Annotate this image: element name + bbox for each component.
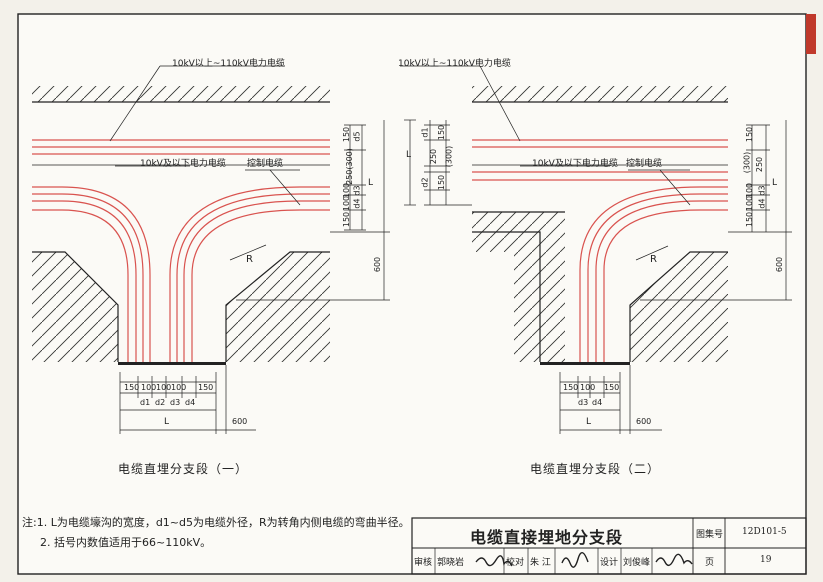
left-label-lv: 10kV及以下电力电缆 xyxy=(140,159,226,169)
soil-bottom-left xyxy=(32,252,118,362)
right-dim-r-0: 150 xyxy=(745,126,755,143)
right-dim-b-2: 150 xyxy=(604,383,620,392)
left-d-b-2: d3 xyxy=(170,398,181,407)
left-dim-r-1: d5 xyxy=(352,131,362,142)
right-d-b-0: d3 xyxy=(578,398,589,407)
soil-right-right xyxy=(630,252,728,362)
checker-name: 朱 江 xyxy=(530,558,551,568)
right-dim-600-bottom: 600 xyxy=(636,417,652,426)
left-dim-600-right: 600 xyxy=(373,256,383,273)
reviewer-signature xyxy=(475,555,513,567)
left-dim-r-4: d3 xyxy=(352,185,362,196)
soil-left-right xyxy=(472,212,565,362)
check-label: 校对 xyxy=(506,558,525,568)
left-label-l-side: L xyxy=(368,178,374,188)
left-dim-b-3: 100 xyxy=(171,383,187,392)
left-figure xyxy=(32,65,390,434)
left-label-hv: 10kV以上~110kV电力电缆 xyxy=(172,59,285,69)
trench-bottom-right xyxy=(540,362,630,365)
right-label-ctrl: 控制电缆 xyxy=(626,159,663,169)
drawing-title: 电缆直接埋地分支段 xyxy=(470,528,624,547)
right-label-l-bottom: L xyxy=(586,417,592,427)
right-dim-l-1: 150 xyxy=(437,124,447,141)
designer-name: 刘俊峰 xyxy=(623,558,651,568)
right-dim-r-1: (300) xyxy=(742,151,752,174)
left-dim-b-0: 150 xyxy=(124,383,140,392)
right-d-b-1: d4 xyxy=(592,398,603,407)
right-dim-r-2: 250 xyxy=(755,156,765,173)
right-dim-r-5: 100 xyxy=(745,195,755,212)
right-dim-l-4: d2 xyxy=(420,177,430,188)
right-dim-r-6: d4 xyxy=(757,198,767,209)
note-line-2: 2. 括号内数值适用于66~110kV。 xyxy=(40,536,212,549)
right-dim-r-4: d3 xyxy=(757,185,767,196)
right-dim-l-5: 150 xyxy=(437,174,447,191)
page-label: 页 xyxy=(705,558,715,568)
soil-top-right xyxy=(472,86,728,102)
designer-signature xyxy=(655,553,693,567)
right-dim-600-right: 600 xyxy=(775,256,785,273)
right-dim-l-0: d1 xyxy=(420,127,430,138)
atlas-label: 图集号 xyxy=(696,530,724,540)
left-dim-600-bottom: 600 xyxy=(232,417,248,426)
notes: 注:1. L为电缆壕沟的宽度，d1~d5为电缆外径，R为转角内侧电缆的弯曲半径。… xyxy=(22,513,410,553)
left-d-b-0: d1 xyxy=(140,398,151,407)
soil-bottom-right xyxy=(226,252,330,362)
left-dim-b-1: 100 xyxy=(141,383,157,392)
trench-bottom-left xyxy=(118,362,226,365)
review-label: 审核 xyxy=(414,558,433,568)
right-dim-b-1: 100 xyxy=(580,383,596,392)
right-label-r: R xyxy=(650,254,657,265)
right-dim-l-3: (300) xyxy=(444,145,454,168)
right-label-l-right: L xyxy=(772,178,778,188)
left-dim-r-7: 150 xyxy=(342,211,352,228)
left-d-b-1: d2 xyxy=(155,398,166,407)
right-dim-r-7: 150 xyxy=(745,211,755,228)
right-label-lv: 10kV及以下电力电缆 xyxy=(532,159,618,169)
left-dim-r-0: 150 xyxy=(342,126,352,143)
right-caption: 电缆直埋分支段（二） xyxy=(530,462,661,476)
left-dim-r-5: 100 xyxy=(342,195,352,212)
left-dim-r-6: d4 xyxy=(352,198,362,209)
title-block xyxy=(411,517,807,575)
soil-top-left xyxy=(32,86,330,102)
right-dim-l-2: 250 xyxy=(429,148,439,165)
left-d-b-3: d4 xyxy=(185,398,196,407)
note-line-1: 注:1. L为电缆壕沟的宽度，d1~d5为电缆外径，R为转角内侧电缆的弯曲半径。 xyxy=(22,516,410,529)
left-dim-b-4: 150 xyxy=(198,383,214,392)
left-dim-r-2: 250(300) xyxy=(344,148,354,185)
right-label-hv: 10kV以上~110kV电力电缆 xyxy=(398,59,511,69)
left-dim-b-2: 100 xyxy=(156,383,172,392)
left-label-r: R xyxy=(246,254,253,265)
right-figure xyxy=(400,65,792,434)
left-label-ctrl: 控制电缆 xyxy=(247,159,284,169)
reviewer-name: 郭晓岩 xyxy=(437,558,465,568)
page-number: 19 xyxy=(760,555,772,565)
right-dim-b-0: 150 xyxy=(563,383,579,392)
right-label-l-left: L xyxy=(406,150,412,160)
left-label-l-bottom: L xyxy=(164,417,170,427)
checker-signature xyxy=(561,552,589,568)
left-caption: 电缆直埋分支段（一） xyxy=(118,462,249,476)
design-label: 设计 xyxy=(600,558,619,568)
sheet-edge-tab xyxy=(806,14,816,54)
atlas-number: 12D101-5 xyxy=(742,527,787,537)
